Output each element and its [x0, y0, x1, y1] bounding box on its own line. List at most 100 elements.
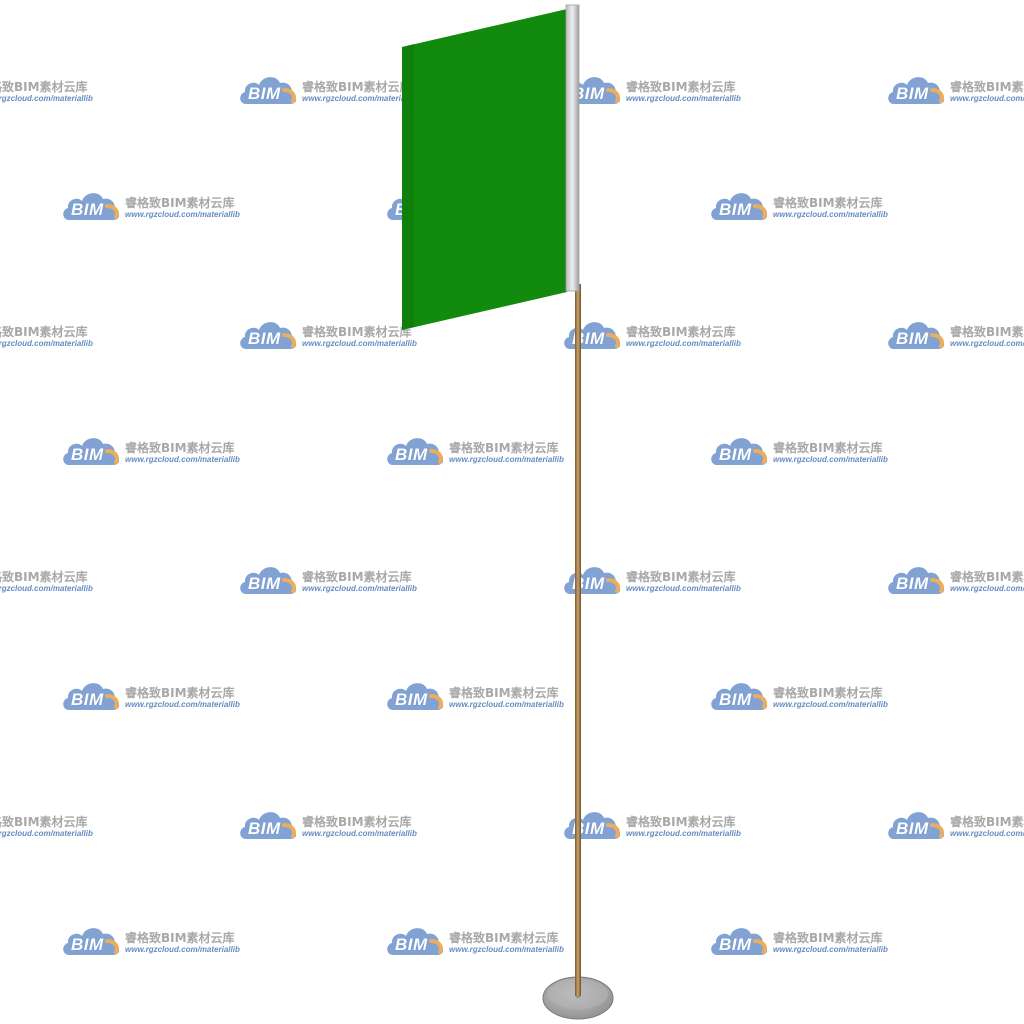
watermark-url: www.rgzcloud.com/materiallib — [125, 945, 240, 954]
watermark-bim-text: BIM — [71, 200, 104, 219]
watermark-title: 睿格致BIM素材云库 — [773, 931, 883, 945]
watermark-url: www.rgzcloud.com/materiallib — [125, 210, 240, 219]
watermark-title: 睿格致BIM素材云库 — [0, 570, 88, 584]
cloud-logo-icon — [63, 438, 120, 465]
watermark-title: 睿格致BIM素材云库 — [302, 815, 412, 829]
watermark-title: 睿格致BIM素材云库 — [950, 80, 1024, 94]
watermark-title: 睿格致BIM素材云库 — [0, 325, 88, 339]
flag-cloth — [402, 9, 567, 330]
watermark-title: 睿格致BIM素材云库 — [449, 686, 559, 700]
watermark-url: www.rgzcloud.com/materiallib — [0, 94, 93, 103]
watermark-url: www.rgzcloud.com/materiallib — [773, 945, 888, 954]
cloud-logo-icon — [888, 322, 945, 349]
cloud-logo-icon — [888, 567, 945, 594]
watermark-title: 睿格致BIM素材云库 — [125, 931, 235, 945]
watermark-url: www.rgzcloud.com/materiallib — [626, 829, 741, 838]
watermark-bim-text: BIM — [719, 935, 752, 954]
flag-sleeve — [565, 4, 580, 292]
watermark-bim-text: BIM — [71, 445, 104, 464]
watermark-url: www.rgzcloud.com/materiallib — [125, 700, 240, 709]
watermark-logo: BIM睿格致BIM素材云库www.rgzcloud.com/materialli… — [886, 805, 1024, 845]
watermark-bim-text: BIM — [395, 690, 428, 709]
watermark-title: 睿格致BIM素材云库 — [773, 686, 883, 700]
watermark-bim-text: BIM — [572, 84, 605, 103]
watermark-bim-text: BIM — [719, 445, 752, 464]
watermark-url: www.rgzcloud.com/materiallib — [773, 700, 888, 709]
cloud-logo-icon — [711, 683, 768, 710]
cloud-logo-icon — [888, 77, 945, 104]
watermark-url: www.rgzcloud.com/materiallib — [950, 829, 1024, 838]
watermark-title: 睿格致BIM素材云库 — [626, 80, 736, 94]
watermark-title: 睿格致BIM素材云库 — [449, 931, 559, 945]
cloud-logo-icon — [711, 928, 768, 955]
watermark-title: 睿格致BIM素材云库 — [626, 325, 736, 339]
watermark-bim-text: BIM — [248, 84, 281, 103]
watermark-bim-text: BIM — [896, 84, 929, 103]
watermark-url: www.rgzcloud.com/materiallib — [950, 584, 1024, 593]
cloud-logo-icon — [240, 567, 297, 594]
watermark-bim-text: BIM — [719, 690, 752, 709]
watermark-title: 睿格致BIM素材云库 — [302, 80, 412, 94]
watermark-title: 睿格致BIM素材云库 — [950, 570, 1024, 584]
watermark-logo: BIM 睿格致BIM素材云库www.rgzcloud.com/materialli… — [886, 70, 1024, 110]
watermark-logo: BIM 睿格致BIM素材云库www.rgzcloud.com/materialli… — [886, 560, 1024, 600]
watermark-title: 睿格致BIM素材云库 — [125, 196, 235, 210]
watermark-title: 睿格致BIM素材云库 — [773, 196, 883, 210]
watermark-bim-text: BIM — [248, 329, 281, 348]
watermark-logo: BIM睿格致BIM素材云库www.rgzcloud.com/materialli… — [886, 315, 1024, 355]
watermark-bim-text: BIM — [248, 574, 281, 593]
watermark-bim-text: BIM — [395, 445, 428, 464]
watermark-title: 睿格致BIM素材云库 — [125, 686, 235, 700]
watermark-title: 睿格致BIM素材云库 — [125, 441, 235, 455]
watermark-bim-text: BIM — [719, 200, 752, 219]
watermark-url: www.rgzcloud.com/materiallib — [950, 94, 1024, 103]
watermark-title: 睿格致BIM素材云库 — [950, 815, 1024, 829]
watermark-url: www.rgzcloud.com/materiallib — [626, 339, 741, 348]
watermark-title: 睿格致BIM素材云库 — [626, 815, 736, 829]
cloud-logo-icon — [240, 77, 297, 104]
watermark-title: 睿格致BIM素材云库 — [302, 325, 412, 339]
cloud-logo-icon — [387, 928, 444, 955]
cloud-logo-icon — [888, 812, 945, 839]
cloud-logo-icon — [63, 193, 120, 220]
cloud-logo-icon — [63, 928, 120, 955]
watermark-url: www.rgzcloud.com/materiallib — [449, 455, 564, 464]
watermark-url: www.rgzcloud.com/materiallib — [0, 339, 93, 348]
watermark-bim-text: BIM — [71, 935, 104, 954]
cloud-logo-icon — [387, 683, 444, 710]
watermark-title: 睿格致BIM素材云库 — [302, 570, 412, 584]
watermark-url: www.rgzcloud.com/materiallib — [302, 584, 417, 593]
watermark-url: www.rgzcloud.com/materiallib — [449, 700, 564, 709]
watermark-logo: BIM睿格致BIM素材云库www.rgzcloud.com/materialli… — [0, 560, 104, 600]
watermark-url: www.rgzcloud.com/materiallib — [449, 945, 564, 954]
watermark-bim-text: BIM — [896, 574, 929, 593]
watermark-title: 睿格致BIM素材云库 — [449, 441, 559, 455]
watermark-url: www.rgzcloud.com/materiallib — [302, 339, 417, 348]
watermark-bim-text: BIM — [248, 819, 281, 838]
watermark-title: 睿格致BIM素材云库 — [0, 815, 88, 829]
watermark-url: www.rgzcloud.com/materiallib — [0, 829, 93, 838]
watermark-url: www.rgzcloud.com/materiallib — [626, 94, 741, 103]
watermark-logo: BIM睿格致BIM素材云库www.rgzcloud.com/materialli… — [0, 315, 104, 355]
watermark-url: www.rgzcloud.com/materiallib — [626, 584, 741, 593]
watermark-url: www.rgzcloud.com/materiallib — [0, 584, 93, 593]
watermark-title: 睿格致BIM素材云库 — [773, 441, 883, 455]
watermark-title: 睿格致BIM素材云库 — [950, 325, 1024, 339]
watermark-logo: BIM睿格致BIM素材云库www.rgzcloud.com/materialli… — [0, 70, 104, 110]
